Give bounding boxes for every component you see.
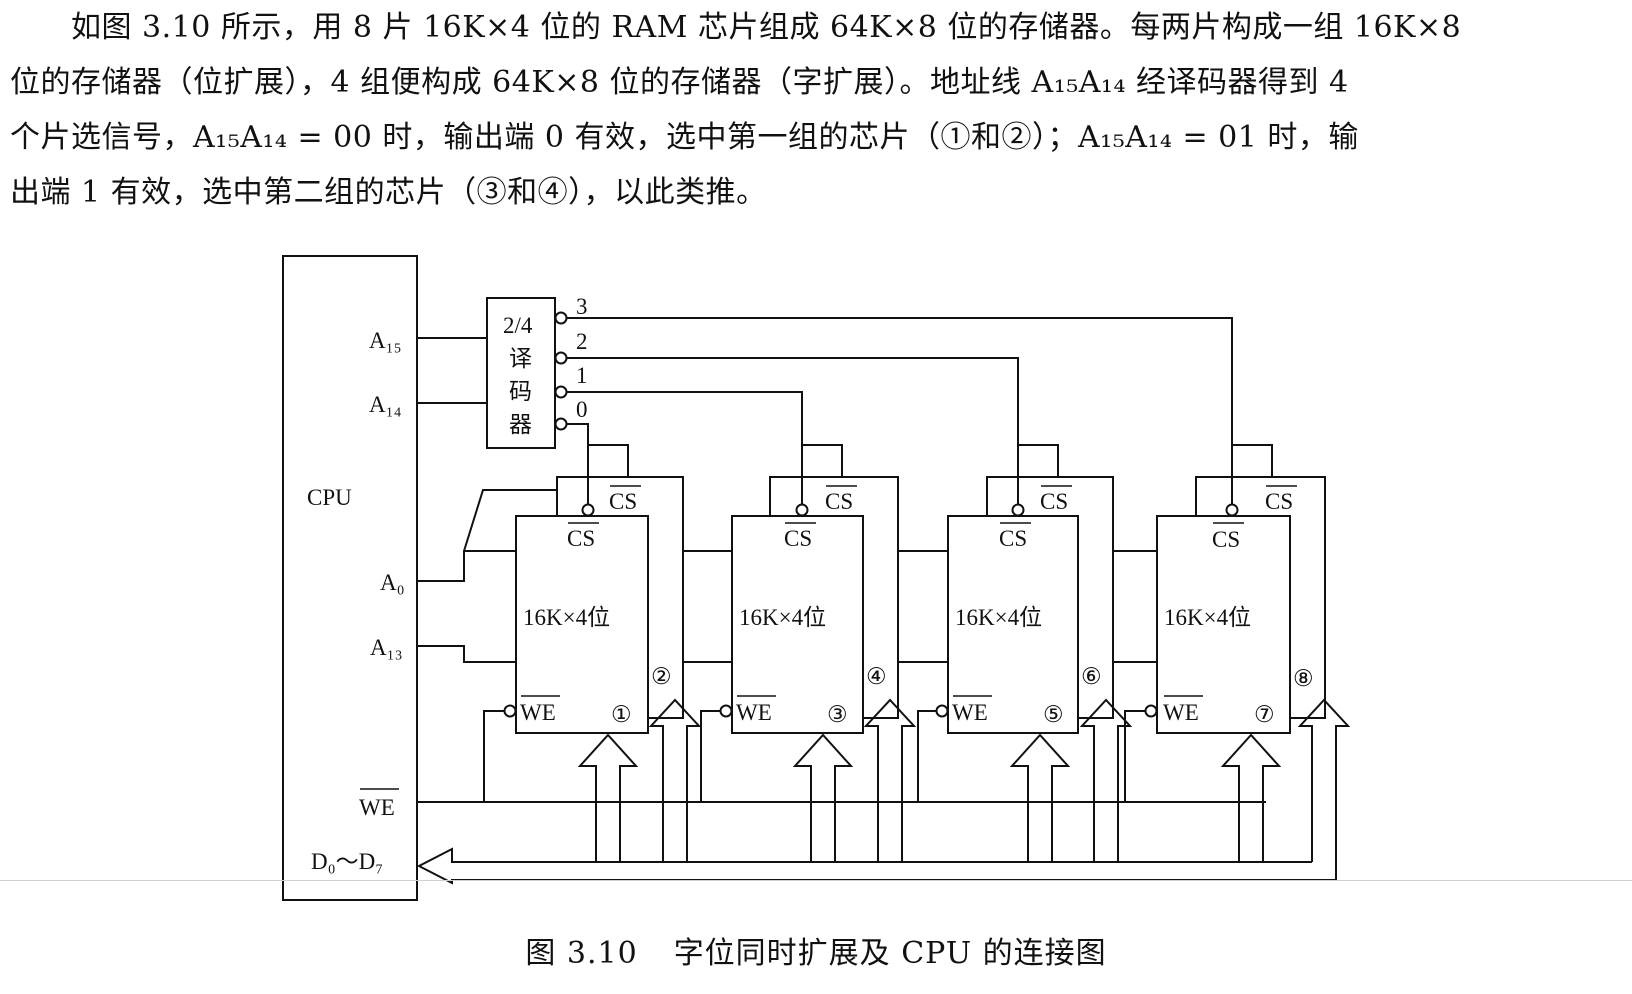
chip-capacity-label: 16K×4位 (739, 605, 826, 630)
chip-we-label: WE (736, 700, 772, 725)
figure-number: 图 3.10 (525, 936, 638, 971)
chip-5 (947, 515, 1079, 734)
front-cs-label: CS (784, 526, 812, 551)
back-cs-label: CS (1040, 489, 1068, 514)
chip-we-label: WE (1163, 700, 1199, 725)
chip-capacity-label: 16K×4位 (523, 605, 610, 630)
chip-we-label: WE (952, 700, 988, 725)
a13-label: A₁₃ (370, 635, 403, 660)
decoder-label-4: 器 (509, 412, 532, 437)
a14-label: A₁₄ (369, 392, 402, 417)
cpu-block (282, 255, 418, 901)
page-divider (0, 880, 1632, 881)
a0-label: A₀ (380, 570, 405, 595)
data-bus-label: D₀～D₇ (311, 849, 383, 874)
back-cs-label: CS (1265, 489, 1293, 514)
figure-title: 字位同时扩展及 CPU 的连接图 (673, 936, 1107, 971)
intro-paragraph: 如图 3.10 所示，用 8 片 16K×4 位的 RAM 芯片组成 64K×8… (10, 0, 1622, 220)
chip-number-2: ② (651, 664, 672, 689)
decoder-out-0: 0 (576, 397, 588, 422)
back-cs-label: CS (825, 489, 853, 514)
paragraph-line-2: 位的存储器（位扩展），4 组便构成 64K×8 位的存储器（字扩展）。地址线 A… (10, 65, 1349, 100)
paragraph-line-1: 如图 3.10 所示，用 8 片 16K×4 位的 RAM 芯片组成 64K×8… (10, 10, 1462, 45)
front-cs-label: CS (999, 526, 1027, 551)
a15-label: A₁₅ (369, 328, 402, 353)
chip-number-1: ① (611, 702, 632, 727)
chip-3 (731, 515, 864, 734)
paragraph-line-4: 出端 1 有效，选中第二组的芯片（③和④），以此类推。 (10, 175, 767, 210)
chip-number-7: ⑦ (1254, 702, 1275, 727)
cpu-label: CPU (307, 485, 352, 510)
chip-7 (1156, 515, 1291, 734)
back-cs-label: CS (609, 489, 637, 514)
chip-number-8: ⑧ (1293, 666, 1314, 691)
chip-capacity-label: 16K×4位 (1164, 605, 1251, 630)
chip-number-6: ⑥ (1081, 664, 1102, 689)
chip-we-label: WE (520, 700, 556, 725)
chip-number-4: ④ (866, 664, 887, 689)
decoder-out-2: 2 (576, 329, 588, 354)
chip-capacity-label: 16K×4位 (955, 605, 1042, 630)
decoder-label-2: 译 (509, 346, 532, 371)
chip-1 (515, 515, 649, 734)
front-cs-label: CS (567, 526, 595, 551)
we-label: WE (359, 795, 395, 820)
paragraph-line-3: 个片选信号，A₁₅A₁₄ = 00 时，输出端 0 有效，选中第一组的芯片（①和… (10, 120, 1359, 155)
decoder-out-3: 3 (576, 294, 588, 319)
decoder-label-1: 2/4 (503, 313, 533, 338)
chip-number-3: ③ (827, 702, 848, 727)
figure-caption: 图 3.10 字位同时扩展及 CPU 的连接图 (0, 928, 1632, 972)
decoder-block (486, 297, 556, 449)
decoder-out-1: 1 (576, 363, 588, 388)
front-cs-label: CS (1212, 527, 1240, 552)
decoder-label-3: 码 (509, 379, 532, 404)
chip-number-5: ⑤ (1043, 702, 1064, 727)
